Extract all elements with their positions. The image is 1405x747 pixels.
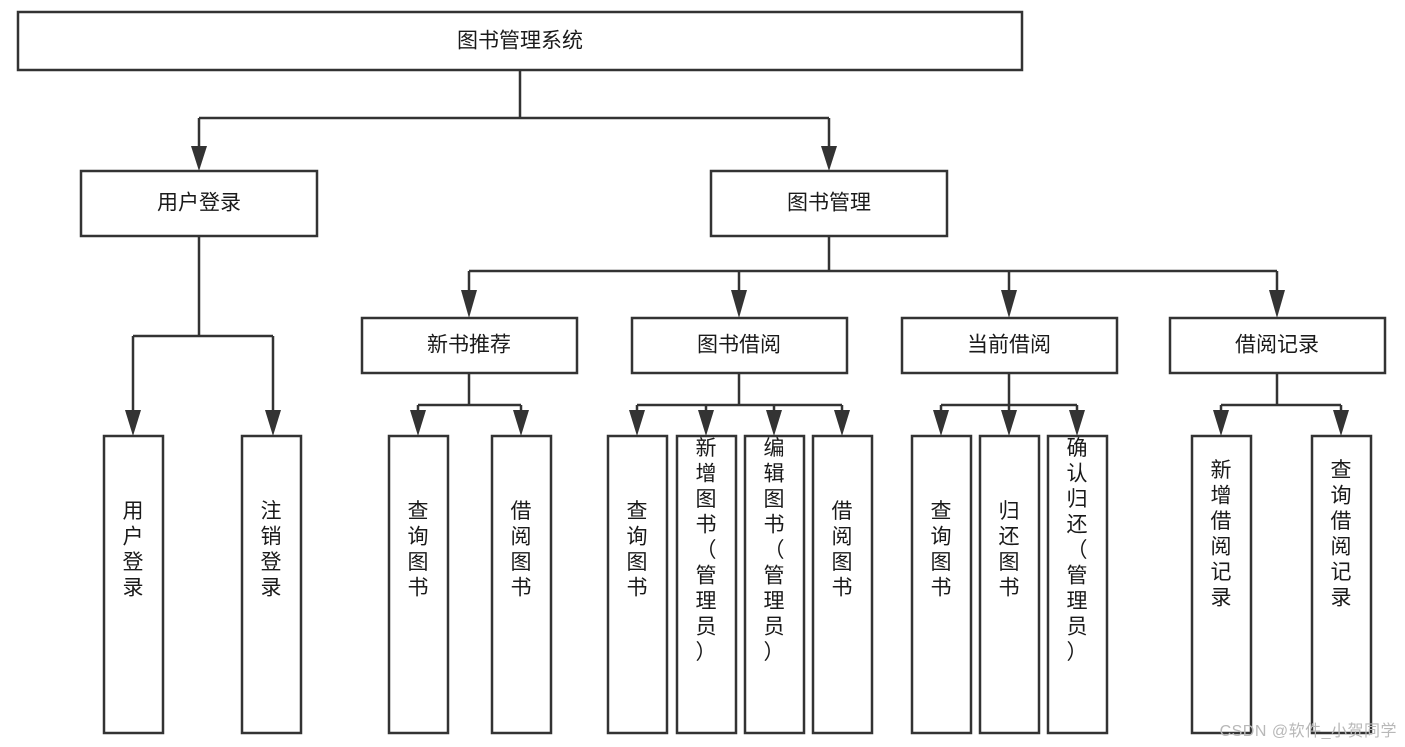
leaf-logout-label: 注销登录	[261, 500, 282, 600]
leaf-add-record-label: 新增借阅记录	[1211, 459, 1232, 610]
node-leaf-add-record[interactable]: 新增借阅记录	[1190, 434, 1253, 735]
node-book-borrow[interactable]: 图书借阅	[630, 316, 849, 375]
arrowhead-leaf-logout	[265, 410, 281, 436]
leaf-logout-box[interactable]	[240, 434, 303, 735]
leaf-borrow-book-1-box[interactable]	[490, 434, 553, 735]
arrowhead-return-book	[1001, 410, 1017, 436]
node-leaf-edit-book[interactable]: 编辑图书（管理员）	[743, 434, 806, 735]
node-leaf-user-login[interactable]: 用户登录	[102, 434, 165, 735]
connector-layer	[125, 70, 1349, 436]
leaf-borrow-book-2-label: 借阅图书	[832, 500, 853, 600]
node-new-book-rec[interactable]: 新书推荐	[360, 316, 579, 375]
node-leaf-borrow-book-1[interactable]: 借阅图书	[490, 434, 553, 735]
node-leaf-query-book-1[interactable]: 查询图书	[387, 434, 450, 735]
user-login-box[interactable]	[79, 169, 319, 238]
arrowhead-borrow-book-2	[834, 410, 850, 436]
node-user-login[interactable]: 用户登录	[79, 169, 319, 238]
leaf-query-book-3-label: 查询图书	[931, 500, 952, 600]
node-leaf-return-book[interactable]: 归还图书	[978, 434, 1041, 735]
node-leaf-query-book-2[interactable]: 查询图书	[606, 434, 669, 735]
arrowhead-query-book-1	[410, 410, 426, 436]
leaf-return-book-label: 归还图书	[999, 500, 1020, 600]
leaf-edit-book-label: 编辑图书（管理员）	[764, 437, 785, 664]
arrowhead-borrow-book-1	[513, 410, 529, 436]
arrowhead-query-book-2	[629, 410, 645, 436]
node-leaf-logout[interactable]: 注销登录	[240, 434, 303, 735]
node-book-manage[interactable]: 图书管理	[709, 169, 949, 238]
node-borrow-record[interactable]: 借阅记录	[1168, 316, 1387, 375]
arrowhead-new-book-rec	[461, 290, 477, 318]
leaf-query-book-2-label: 查询图书	[627, 500, 648, 600]
leaf-borrow-book-2-box[interactable]	[811, 434, 874, 735]
current-borrow-label: 当前借阅	[967, 334, 1051, 357]
current-borrow-box[interactable]	[900, 316, 1119, 375]
arrowhead-confirm-return	[1069, 410, 1085, 436]
leaf-query-book-2-box[interactable]	[606, 434, 669, 735]
leaf-edit-book-box[interactable]	[743, 434, 806, 735]
book-borrow-box[interactable]	[630, 316, 849, 375]
leaf-query-book-3-box[interactable]	[910, 434, 973, 735]
node-leaf-borrow-book-2[interactable]: 借阅图书	[811, 434, 874, 735]
user-login-label: 用户登录	[157, 192, 241, 215]
borrow-record-label: 借阅记录	[1235, 334, 1319, 357]
book-manage-box[interactable]	[709, 169, 949, 238]
arrowhead-book-manage	[821, 146, 837, 171]
arrowhead-book-borrow	[731, 290, 747, 318]
leaf-add-book-label: 新增图书（管理员）	[696, 437, 717, 664]
arrowhead-current-borrow	[1001, 290, 1017, 318]
node-root[interactable]: 图书管理系统	[16, 10, 1024, 72]
node-current-borrow[interactable]: 当前借阅	[900, 316, 1119, 375]
leaf-add-record-box[interactable]	[1190, 434, 1253, 735]
new-book-rec-label: 新书推荐	[427, 334, 511, 357]
leaf-borrow-book-1-label: 借阅图书	[511, 500, 532, 600]
leaf-add-book-box[interactable]	[675, 434, 738, 735]
book-borrow-label: 图书借阅	[697, 334, 781, 357]
root-box[interactable]	[16, 10, 1024, 72]
book-manage-label: 图书管理	[787, 192, 871, 215]
arrowhead-query-record	[1333, 410, 1349, 436]
arrowhead-edit-book	[766, 410, 782, 436]
node-leaf-query-record[interactable]: 查询借阅记录	[1310, 434, 1373, 735]
arrowhead-query-book-3	[933, 410, 949, 436]
arrowhead-add-record	[1213, 410, 1229, 436]
leaf-user-login-label: 用户登录	[123, 500, 144, 600]
leaf-user-login-box[interactable]	[102, 434, 165, 735]
leaf-confirm-return-label: 确认归还（管理员）	[1067, 437, 1088, 664]
node-leaf-add-book[interactable]: 新增图书（管理员）	[675, 434, 738, 735]
arrowhead-borrow-record	[1269, 290, 1285, 318]
arrowhead-leaf-user-login	[125, 410, 141, 436]
node-leaf-query-book-3[interactable]: 查询图书	[910, 434, 973, 735]
node-leaf-confirm-return[interactable]: 确认归还（管理员）	[1046, 434, 1109, 735]
leaf-confirm-return-box[interactable]	[1046, 434, 1109, 735]
leaf-query-record-label: 查询借阅记录	[1331, 459, 1352, 610]
arrowhead-add-book	[698, 410, 714, 436]
leaf-return-book-box[interactable]	[978, 434, 1041, 735]
new-book-rec-box[interactable]	[360, 316, 579, 375]
leaf-query-book-1-label: 查询图书	[408, 500, 429, 600]
leaf-query-book-1-box[interactable]	[387, 434, 450, 735]
root-label: 图书管理系统	[457, 30, 583, 53]
leaf-query-record-box[interactable]	[1310, 434, 1373, 735]
arrowhead-user-login	[191, 146, 207, 171]
borrow-record-box[interactable]	[1168, 316, 1387, 375]
